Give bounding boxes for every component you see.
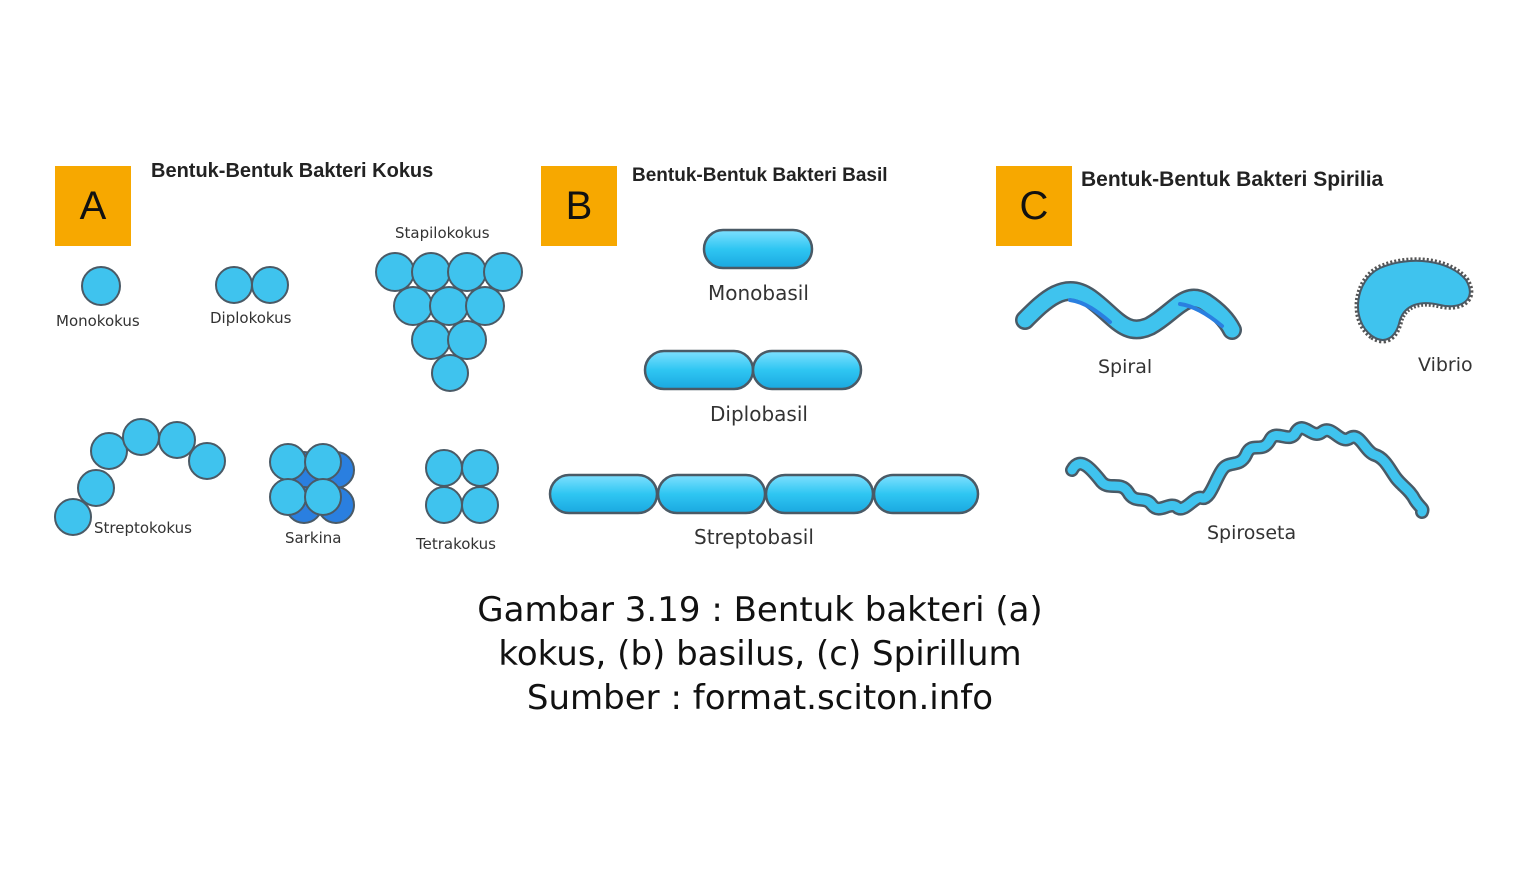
panel-c-title: Bentuk-Bentuk Bakteri Spirilia [1081, 168, 1384, 191]
label-spiral: Spiral [1098, 356, 1153, 378]
sarkina-shape [269, 443, 355, 524]
caption-line-3: Sumber : format.sciton.info [526, 678, 994, 718]
label-diplokokus: Diplokokus [210, 309, 292, 327]
figure-caption: Gambar 3.19 : Bentuk bakteri (a) kokus, … [0, 588, 1520, 720]
label-streptobasil: Streptobasil [694, 525, 814, 549]
label-monokokus: Monokokus [56, 312, 140, 330]
tetrakokus-shape [425, 449, 499, 524]
streptokokus-shape [54, 418, 226, 536]
label-vibrio: Vibrio [1418, 354, 1473, 376]
spiroseta-shape [1065, 421, 1430, 519]
label-streptokokus: Streptokokus [94, 519, 192, 537]
caption-line-1: Gambar 3.19 : Bentuk bakteri (a) [477, 590, 1043, 630]
diplokokus-shape [215, 266, 289, 304]
diplobasil-shape [643, 349, 863, 391]
label-sarkina: Sarkina [285, 529, 342, 547]
panel-a-title: Bentuk-Bentuk Bakteri Kokus [151, 160, 434, 182]
label-tetrakokus: Tetrakokus [416, 535, 496, 553]
badge-c: C [996, 166, 1072, 246]
label-diplobasil: Diplobasil [710, 402, 808, 426]
stapilokokus-shape [375, 252, 523, 392]
caption-line-2: kokus, (b) basilus, (c) Spirillum [498, 634, 1022, 674]
panel-b-title: Bentuk-Bentuk Bakteri Basil [632, 165, 888, 186]
monobasil-shape [702, 228, 814, 270]
label-stapilokokus: Stapilokokus [395, 224, 490, 242]
spiral-shape [1015, 281, 1242, 340]
label-monobasil: Monobasil [708, 281, 809, 305]
badge-b: B [541, 166, 617, 246]
streptobasil-shape [548, 473, 980, 515]
label-spiroseta: Spiroseta [1207, 522, 1297, 544]
badge-a: A [55, 166, 131, 246]
vibrio-shape [1354, 257, 1474, 344]
monokokus-shape [81, 266, 121, 306]
